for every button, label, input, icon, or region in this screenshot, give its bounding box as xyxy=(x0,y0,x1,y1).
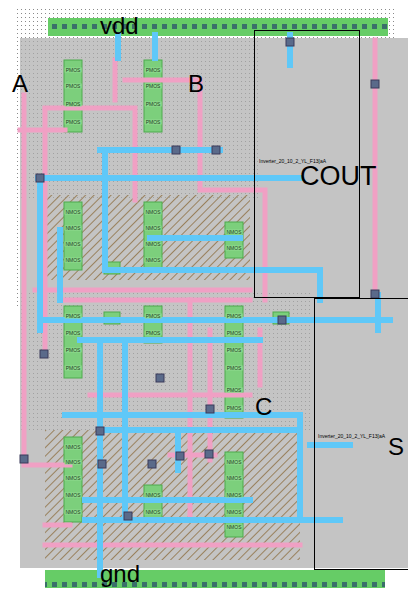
cell-name: Inverter_20_10_2_YL_F13[aA xyxy=(318,434,385,439)
net-label: S xyxy=(388,435,404,459)
net-label: gnd xyxy=(100,562,140,586)
transistor-label: NMOS xyxy=(226,493,243,498)
transistor-label: NMOS xyxy=(145,510,162,515)
transistor-label: PMOS xyxy=(65,102,82,107)
contacts xyxy=(20,38,379,520)
transistor-label: PMOS xyxy=(145,68,162,73)
cell-area xyxy=(20,38,408,568)
transistor-label: NMOS xyxy=(65,258,82,263)
transistor-label: PMOS xyxy=(145,120,162,125)
transistor-label: PMOS xyxy=(145,102,162,107)
transistor-label: NMOS xyxy=(145,210,162,215)
transistor-label: PMOS xyxy=(65,366,82,371)
transistor-label: PMOS xyxy=(226,314,243,319)
transistor-label: NMOS xyxy=(145,226,162,231)
transistor-label: NMOS xyxy=(226,230,243,235)
transistor-label: NMOS xyxy=(65,210,82,215)
transistor-label: PMOS xyxy=(65,84,82,89)
transistor-label: NMOS xyxy=(65,460,82,465)
transistor-label: PMOS xyxy=(65,314,82,319)
net-label: B xyxy=(188,72,204,96)
vdd-rail xyxy=(48,18,388,36)
transistor-label: NMOS xyxy=(65,493,82,498)
transistor-label: NMOS xyxy=(65,476,82,481)
transistor-label: NMOS xyxy=(226,460,243,465)
transistor-label: PMOS xyxy=(226,406,243,411)
transistor-label: PMOS xyxy=(145,84,162,89)
transistor-label: NMOS xyxy=(145,242,162,247)
net-label: C xyxy=(255,395,272,419)
net-label: A xyxy=(12,72,28,96)
transistor-label: PMOS xyxy=(226,331,243,336)
transistor-label: PMOS xyxy=(65,120,82,125)
transistor-label: NMOS xyxy=(65,510,82,515)
transistor-label: NMOS xyxy=(145,493,162,498)
transistor-label: PMOS xyxy=(145,331,162,336)
inverter-cell: Inverter_20_10_2_YL_F13[aA xyxy=(314,298,408,570)
transistor-label: PMOS xyxy=(145,314,162,319)
metal-wires xyxy=(38,35,390,575)
poly-wires xyxy=(20,40,375,545)
transistor-label: NMOS xyxy=(226,246,243,251)
transistor-label: NMOS xyxy=(65,226,82,231)
transistor-label: NMOS xyxy=(145,258,162,263)
transistor-label: PMOS xyxy=(226,348,243,353)
net-label: COUT xyxy=(300,163,377,190)
transistor-label: PMOS xyxy=(226,366,243,371)
transistor-label: NMOS xyxy=(65,445,82,450)
nmos-well xyxy=(45,430,300,560)
transistor-label: NMOS xyxy=(226,525,243,530)
transistor-label: NMOS xyxy=(65,242,82,247)
transistor-label: PMOS xyxy=(65,68,82,73)
transistor-label: PMOS xyxy=(65,331,82,336)
gnd-rail xyxy=(45,570,385,588)
transistor-label: PMOS xyxy=(65,348,82,353)
net-label: vdd xyxy=(100,14,139,38)
transistor-label: PMOS xyxy=(226,388,243,393)
transistor-label: NMOS xyxy=(226,476,243,481)
transistor-label: NMOS xyxy=(226,510,243,515)
